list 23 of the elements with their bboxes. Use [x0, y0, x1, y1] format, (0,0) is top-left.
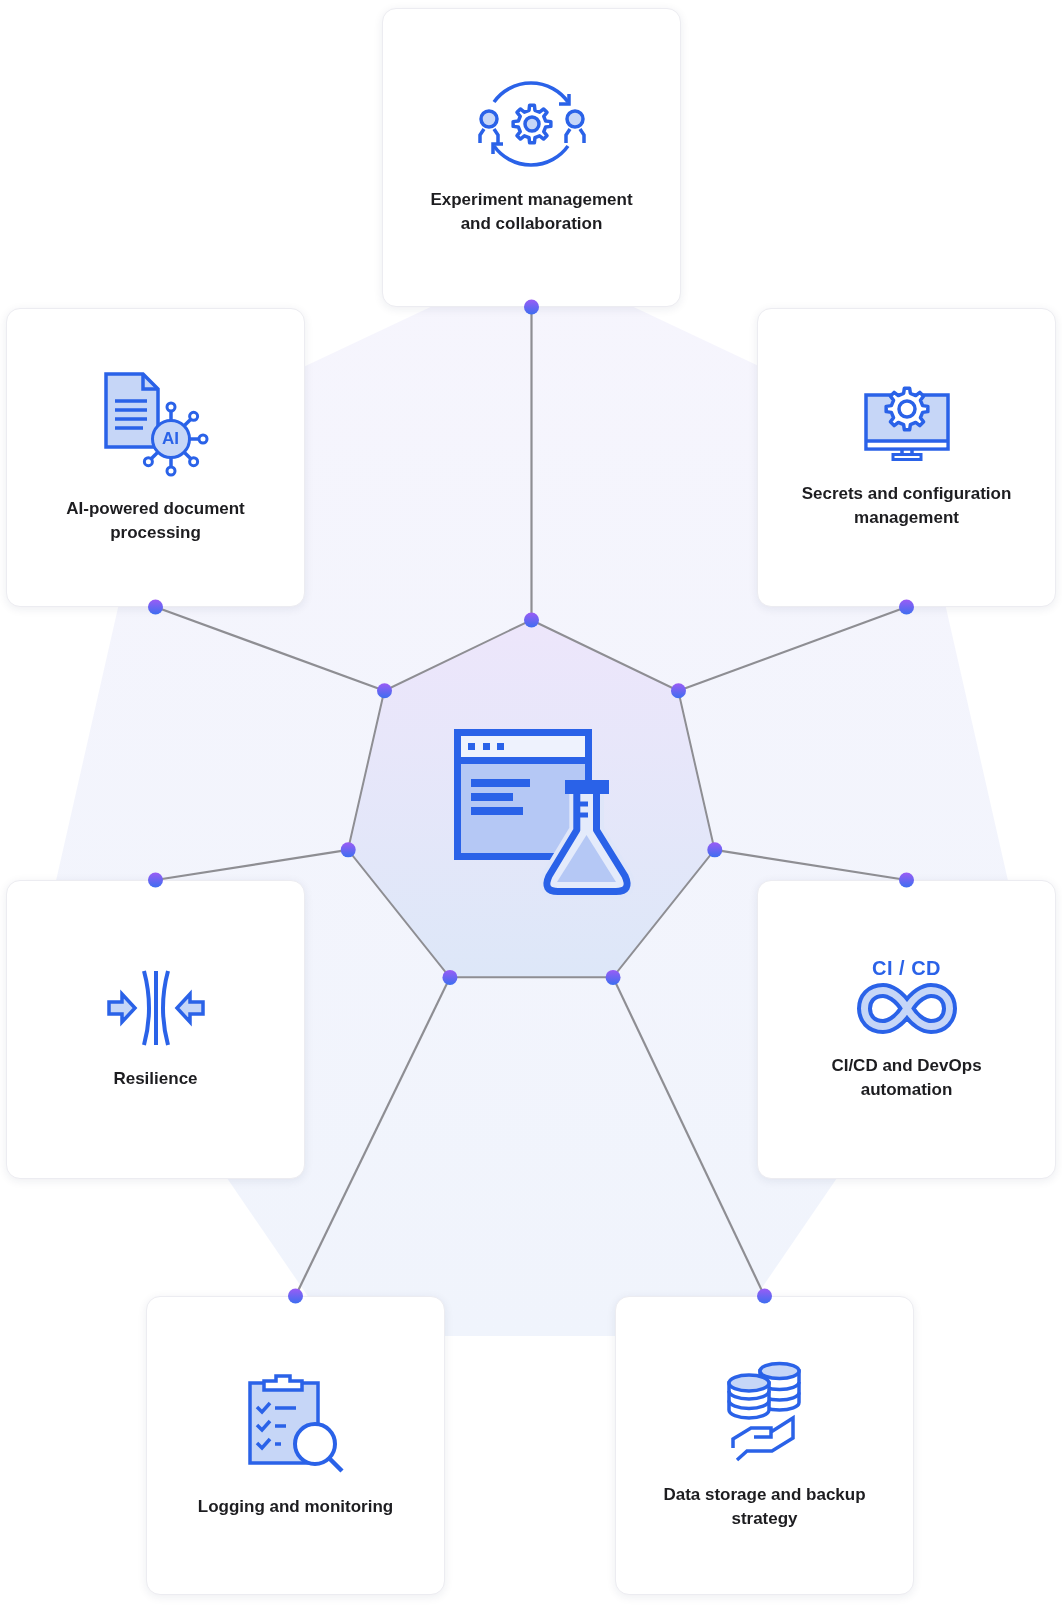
- feature-card: [757, 308, 1056, 607]
- connector-line: [671, 599, 914, 699]
- feature-card: [757, 880, 1056, 1179]
- icon-caption: CI / CD: [871, 957, 942, 979]
- feature-card: [6, 880, 305, 1179]
- card-title: AI-powered document processing: [65, 497, 246, 544]
- feature-card: [615, 1296, 914, 1595]
- connector-line: [707, 842, 914, 888]
- heptagon-node: [348, 620, 715, 978]
- card-title: Logging and monitoring: [197, 1495, 394, 1518]
- connector-line: [148, 599, 392, 699]
- connector-line: [288, 969, 458, 1304]
- connector-line: [605, 969, 772, 1304]
- card-title: Experiment management and collaboration: [429, 188, 634, 235]
- feature-card: [382, 8, 681, 307]
- feature-card: [6, 308, 305, 607]
- connector-line: [148, 842, 356, 888]
- feature-card: [146, 1296, 445, 1595]
- card-title: Secrets and configuration management: [800, 482, 1013, 529]
- card-title: Data storage and backup strategy: [662, 1483, 867, 1530]
- card-title: Resilience: [113, 1067, 198, 1090]
- card-title: CI/CD and DevOps automation: [830, 1055, 983, 1101]
- connector-line: [524, 299, 539, 628]
